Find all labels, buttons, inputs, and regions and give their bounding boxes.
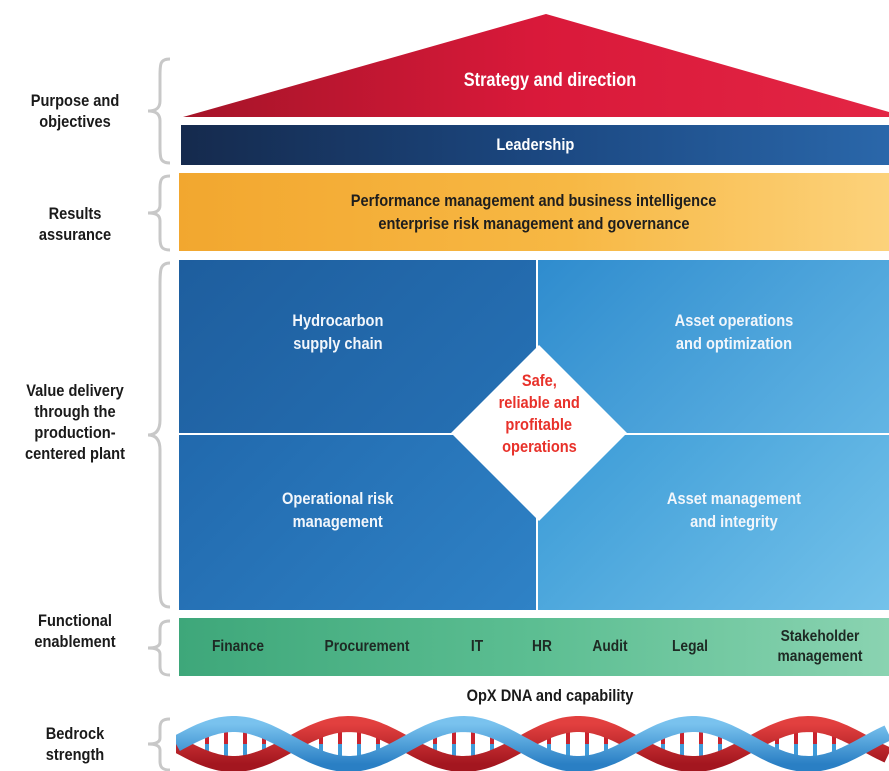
function-finance-label: Finance bbox=[211, 638, 265, 655]
function-stakeholder-management: Stakeholder management bbox=[764, 618, 876, 676]
label-results-assurance: Results assurance bbox=[11, 203, 140, 245]
label-value-line1: Value delivery bbox=[26, 381, 124, 400]
quadrant-tr-line1: Asset operations bbox=[674, 310, 793, 330]
label-purpose-objectives: Purpose and objectives bbox=[11, 90, 140, 132]
dna-caption: OpX DNA and capability bbox=[466, 686, 634, 705]
label-purpose-line2: objectives bbox=[39, 112, 111, 131]
function-audit: Audit bbox=[580, 618, 640, 676]
function-procurement: Procurement bbox=[315, 618, 418, 676]
label-functional-line2: enablement bbox=[34, 632, 116, 651]
center-diamond bbox=[451, 345, 627, 521]
function-it-label: IT bbox=[470, 638, 484, 655]
results-line1: Performance management and business inte… bbox=[351, 191, 717, 210]
function-audit-label: Audit bbox=[592, 638, 628, 655]
strategy-label: Strategy and direction bbox=[463, 70, 637, 91]
function-hr-label: HR bbox=[532, 638, 552, 655]
quadrant-bl-line1: Operational risk bbox=[281, 488, 394, 508]
functional-enablement-bar: Finance Procurement IT HR Audit Legal St… bbox=[179, 618, 889, 676]
center-statement: Safe, reliable and profitable operations bbox=[471, 370, 607, 458]
label-bedrock-strength: Bedrock strength bbox=[11, 723, 140, 765]
quadrant-hydrocarbon-supply-chain: Hydrocarbon supply chain bbox=[179, 260, 536, 433]
brace-purpose bbox=[147, 57, 171, 165]
results-line2: enterprise risk management and governanc… bbox=[378, 214, 690, 233]
label-bedrock-line1: Bedrock bbox=[45, 724, 105, 743]
quadrant-br-line1: Asset management bbox=[666, 488, 801, 508]
brace-value bbox=[147, 261, 171, 609]
function-legal-label: Legal bbox=[672, 638, 708, 655]
strategy-roof bbox=[183, 14, 889, 117]
label-bedrock-line2: strength bbox=[45, 745, 105, 764]
function-stakeholder-line1: Stakeholder bbox=[780, 628, 860, 645]
quadrant-bl-line2: management bbox=[292, 511, 383, 531]
label-functional-enablement: Functional enablement bbox=[11, 610, 140, 652]
center-line4: operations bbox=[501, 437, 577, 456]
function-hr: HR bbox=[521, 618, 564, 676]
leadership-label: Leadership bbox=[495, 135, 574, 154]
quadrant-br-line2: and integrity bbox=[689, 511, 778, 531]
function-finance: Finance bbox=[199, 618, 276, 676]
quadrant-tl-line2: supply chain bbox=[292, 333, 383, 353]
brace-functional bbox=[147, 619, 171, 677]
quadrant-operational-risk: Operational risk management bbox=[179, 435, 536, 610]
function-procurement-label: Procurement bbox=[324, 638, 410, 655]
label-value-line3: production- bbox=[34, 423, 116, 442]
label-value-delivery: Value delivery through the production- c… bbox=[11, 380, 140, 464]
label-value-line4: centered plant bbox=[25, 444, 125, 463]
function-stakeholder-line2: management bbox=[777, 648, 863, 665]
results-assurance-bar: Performance management and business inte… bbox=[179, 173, 889, 251]
leadership-bar: Leadership bbox=[181, 125, 889, 165]
center-line1: Safe, bbox=[521, 371, 557, 390]
value-delivery-block: Hydrocarbon supply chain Asset operation… bbox=[179, 260, 889, 610]
quadrant-tl-line1: Hydrocarbon bbox=[291, 310, 383, 330]
brace-bedrock bbox=[147, 717, 171, 771]
dna-blue-strand bbox=[176, 715, 889, 771]
label-purpose-line1: Purpose and bbox=[30, 91, 120, 110]
function-legal: Legal bbox=[660, 618, 720, 676]
label-results-line1: Results assurance bbox=[38, 204, 112, 244]
brace-results bbox=[147, 174, 171, 252]
quadrant-asset-management: Asset management and integrity bbox=[538, 435, 889, 610]
label-functional-line1: Functional bbox=[38, 611, 112, 630]
center-line3: profitable bbox=[505, 415, 573, 434]
function-it: IT bbox=[460, 618, 494, 676]
center-line2: reliable and bbox=[498, 393, 580, 412]
quadrant-tr-line2: and optimization bbox=[675, 333, 792, 353]
dna-helix bbox=[176, 715, 889, 771]
label-value-line2: through the bbox=[34, 402, 116, 421]
